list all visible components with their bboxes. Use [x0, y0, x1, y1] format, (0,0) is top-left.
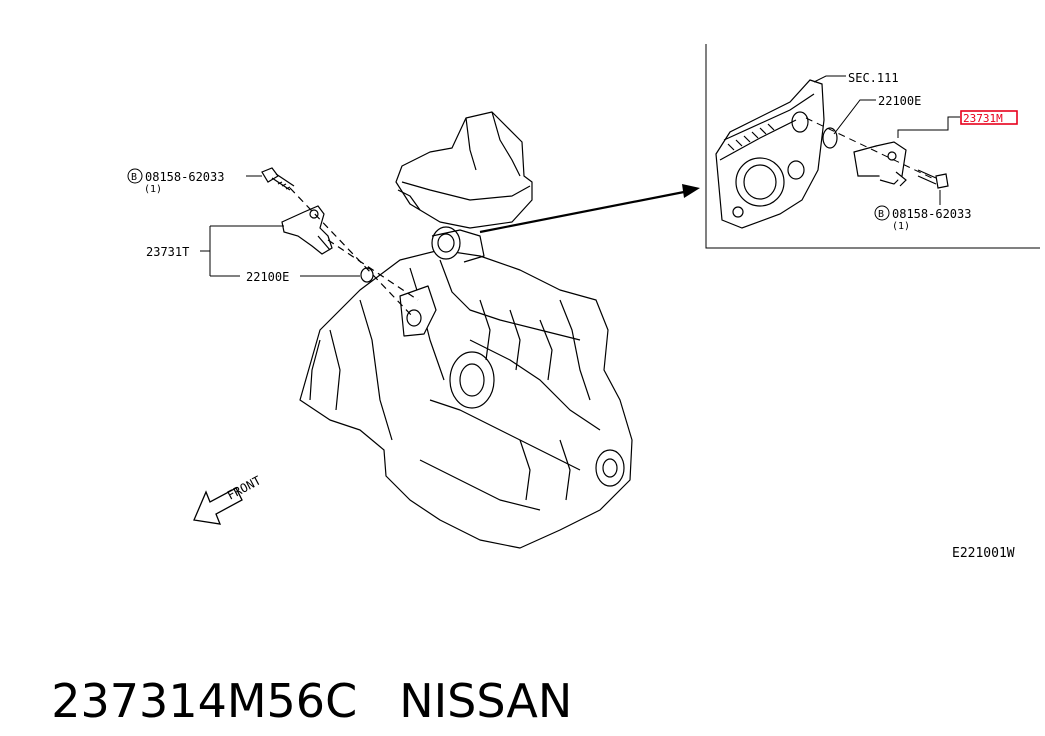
bolt-part-detail: 08158-62033: [892, 207, 971, 221]
highlighted-part-callout[interactable]: 23731M: [960, 110, 1018, 125]
front-label: FRONT: [225, 473, 263, 502]
detail-sensor-icon: [853, 141, 907, 187]
bolt-prefix-detail: B: [878, 209, 884, 220]
bolt-qty-detail: (1): [892, 221, 910, 232]
drawing-code: E221001W: [952, 546, 1015, 561]
front-direction-arrow: FRONT: [193, 473, 263, 525]
detail-inset: [705, 44, 1040, 249]
bolt-part-left: 08158-62033: [145, 170, 224, 184]
parts-diagram: B 08158-62033 (1) 23731T 22100E: [127, 44, 1040, 561]
transmission-illustration: [299, 111, 633, 549]
bolt-prefix-left: B: [131, 172, 137, 183]
product-caption: 237314M56C NISSAN: [22, 596, 572, 728]
part-number: 237314M56C: [51, 674, 358, 728]
crank-position-sensor-icon: [281, 205, 333, 255]
bolt-callout-detail: B 08158-62033 (1): [874, 205, 971, 232]
section-ref-label: SEC.111: [848, 71, 899, 85]
highlighted-part-label[interactable]: 23731M: [963, 112, 1003, 125]
sensor-part-label: 23731T: [146, 245, 189, 259]
oring-part-label-left: 22100E: [246, 270, 289, 284]
detail-bolt-icon: [917, 169, 949, 189]
left-exploded-parts: [200, 167, 419, 319]
bolt-qty-left: (1): [144, 184, 162, 195]
bolt-callout-left: B 08158-62033 (1): [127, 168, 224, 195]
o-ring-icon: [360, 267, 374, 283]
detail-o-ring-icon: [822, 127, 838, 149]
detail-pointer-arrow: [479, 184, 700, 234]
brand-name: NISSAN: [399, 674, 573, 728]
oring-part-label-detail: 22100E: [878, 94, 921, 108]
bolt-icon: [261, 167, 295, 191]
